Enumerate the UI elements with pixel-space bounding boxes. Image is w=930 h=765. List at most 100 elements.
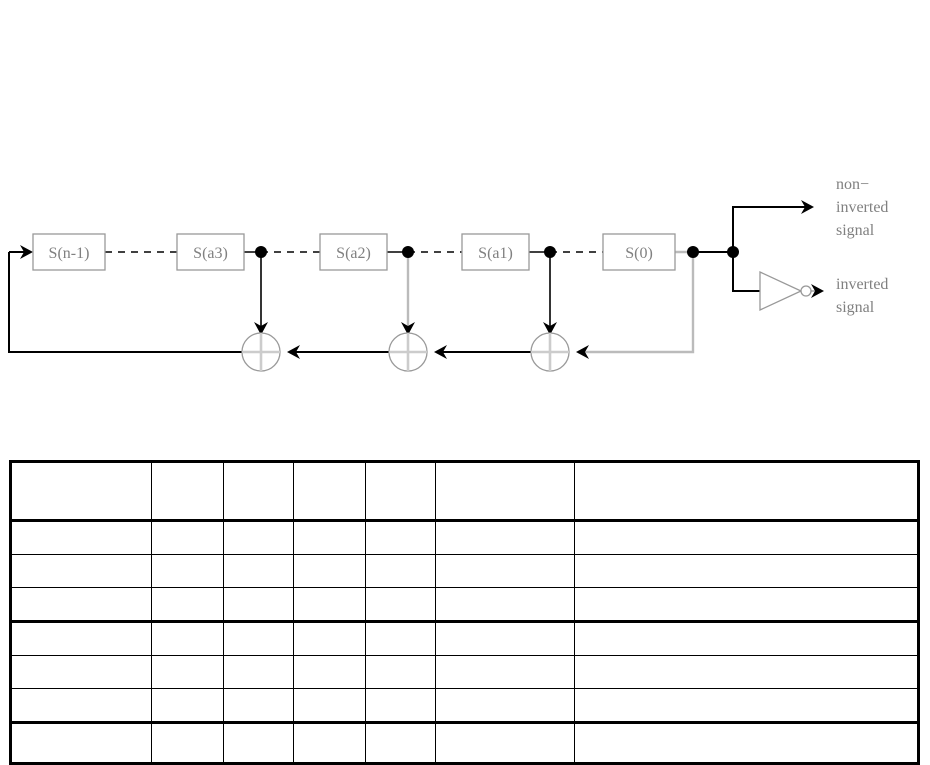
wire-xor1-feedback-loop (8, 252, 242, 353)
cell (435, 520, 575, 555)
output-labels: non− inverted signal inverted signal (836, 176, 888, 316)
cell (293, 621, 366, 656)
cell (151, 655, 224, 689)
cell (435, 554, 575, 588)
cell (223, 554, 294, 588)
cell (435, 587, 575, 623)
cell (9, 655, 152, 689)
cell (574, 587, 920, 623)
register-label-sa3: S(a3) (193, 245, 228, 262)
header-cell-2 (223, 460, 294, 522)
table-row[interactable] (9, 554, 920, 588)
table-row[interactable] (9, 587, 920, 623)
cell (365, 520, 436, 555)
register-box-sa1[interactable]: S(a1) (461, 233, 530, 271)
cell (223, 688, 294, 724)
cell (9, 554, 152, 588)
cell (293, 655, 366, 689)
cell (435, 621, 575, 656)
register-box-s0[interactable]: S(0) (602, 233, 676, 271)
feedback-bus (8, 252, 695, 359)
table-header-row (9, 460, 920, 522)
cell (574, 722, 920, 765)
cell (574, 655, 920, 689)
cell (293, 587, 366, 623)
cell (151, 722, 224, 765)
junction-dots (255, 246, 739, 258)
header-cell-6 (574, 460, 920, 522)
table-row[interactable] (9, 722, 920, 765)
register-box-sn1[interactable]: S(n-1) (32, 233, 106, 271)
cell (365, 587, 436, 623)
cell (365, 722, 436, 765)
cell (574, 520, 920, 555)
cell (9, 587, 152, 623)
register-boxes: S(n-1) S(a3) S(a2) S(a1) S(0) (32, 233, 676, 271)
register-label-sn1: S(n-1) (49, 245, 90, 262)
header-cell-4 (365, 460, 436, 522)
register-label-sa2: S(a2) (336, 245, 371, 262)
table-row[interactable] (9, 688, 920, 724)
xor-adder-3 (530, 332, 570, 372)
wire-output-to-xor3 (576, 252, 695, 359)
tap-dot-a3 (255, 246, 267, 258)
table-row[interactable] (9, 621, 920, 656)
wire-inverter-feed (732, 252, 760, 292)
table-row[interactable] (9, 655, 920, 689)
cell (365, 554, 436, 588)
register-box-sa2[interactable]: S(a2) (319, 233, 388, 271)
table-row[interactable] (9, 520, 920, 555)
cell (9, 722, 152, 765)
non-inverted-label-line1: non− (836, 176, 869, 193)
output-junction-dot-1 (687, 246, 699, 258)
wire-noninverted-branch (732, 200, 814, 252)
cell (574, 554, 920, 588)
cell (151, 688, 224, 724)
cell (293, 520, 366, 555)
inverter-triangle (759, 270, 803, 312)
xor-adder-2 (388, 332, 428, 372)
non-inverted-label-line3: signal (836, 222, 875, 239)
header-cell-5 (435, 460, 575, 522)
tap-dot-a2 (402, 246, 414, 258)
header-cell-1 (151, 460, 224, 522)
header-cell-3 (293, 460, 366, 522)
data-grid-container (9, 460, 920, 765)
cell (574, 688, 920, 724)
tap-dot-a1 (544, 246, 556, 258)
cell (223, 587, 294, 623)
inverter-gate (759, 270, 812, 312)
cell (9, 688, 152, 724)
cell (293, 688, 366, 724)
xor-adders (241, 332, 570, 372)
register-label-sa1: S(a1) (478, 245, 513, 262)
cell (151, 520, 224, 555)
tap-drops (254, 252, 557, 335)
cell (151, 587, 224, 623)
header-cell-0 (9, 460, 152, 522)
xor-adder-1 (241, 332, 281, 372)
cell (365, 621, 436, 656)
cell (223, 722, 294, 765)
cell (223, 621, 294, 656)
cell (151, 554, 224, 588)
non-inverted-label-line2: inverted (836, 199, 888, 216)
cell (9, 621, 152, 656)
cell (574, 621, 920, 656)
register-label-s0: S(0) (625, 245, 653, 262)
inverter-bubble-icon (800, 285, 812, 297)
cell (435, 688, 575, 724)
cell (223, 655, 294, 689)
cell (435, 722, 575, 765)
register-box-sa3[interactable]: S(a3) (176, 233, 245, 271)
cell (365, 688, 436, 724)
cell (151, 621, 224, 656)
data-grid (9, 460, 920, 765)
cell (9, 520, 152, 555)
lfsr-block-diagram: S(n-1) S(a3) S(a2) S(a1) S(0) (8, 176, 888, 372)
cell (223, 520, 294, 555)
cell (293, 554, 366, 588)
inverted-label-line2: signal (836, 299, 875, 316)
cell (365, 655, 436, 689)
